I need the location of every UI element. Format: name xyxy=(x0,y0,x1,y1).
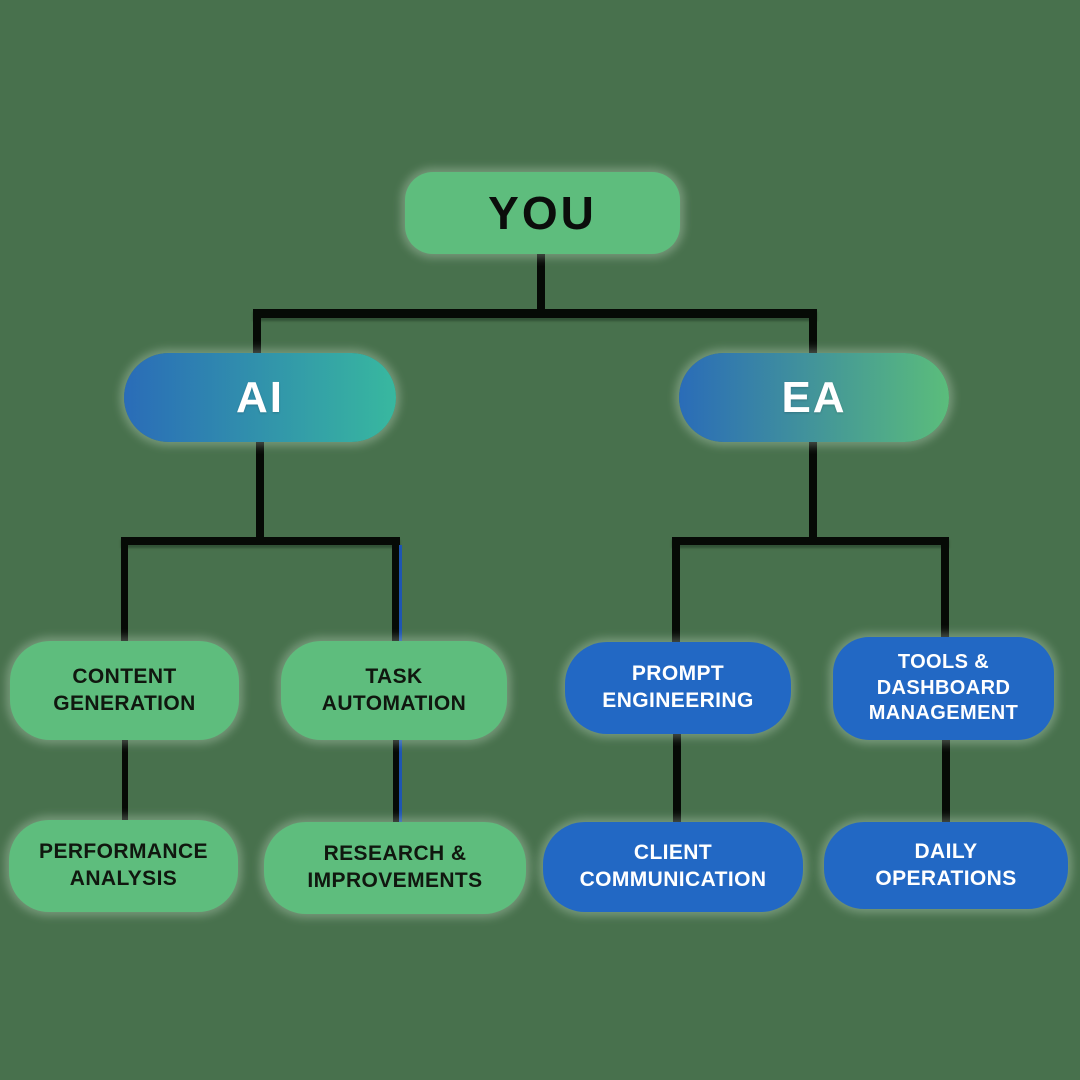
connector-prompt-engineering-stem xyxy=(672,537,680,644)
node-tools-dashboard-management: TOOLS & DASHBOARD MANAGEMENT xyxy=(833,637,1054,740)
connector-ai-horizontal xyxy=(121,537,400,545)
connector-ea-stem-top xyxy=(809,309,817,356)
node-client-communication-label: CLIENT COMMUNICATION xyxy=(579,841,767,891)
node-content-generation: CONTENT GENERATION xyxy=(10,641,239,740)
connector-research-improvements-stem xyxy=(393,738,399,825)
connector-performance-analysis-stem xyxy=(122,738,128,823)
node-research-improvements-label: RESEARCH & IMPROVEMENTS xyxy=(307,842,483,892)
node-you-label: YOU xyxy=(488,187,597,239)
connector-ea-horizontal xyxy=(672,537,949,545)
connector-ai-stem-top xyxy=(253,309,261,356)
connector-ea-stem-bottom xyxy=(809,440,817,545)
node-ea: EA xyxy=(679,353,949,442)
node-content-generation-label: CONTENT GENERATION xyxy=(53,664,196,715)
node-performance-analysis: PERFORMANCE ANALYSIS xyxy=(9,820,238,912)
node-performance-analysis-label: PERFORMANCE ANALYSIS xyxy=(39,840,208,890)
connector-content-generation-stem xyxy=(121,537,128,644)
node-you: YOU xyxy=(405,172,680,254)
connector-client-communication-stem xyxy=(673,732,681,825)
connector-you-stem xyxy=(537,251,545,317)
node-daily-operations: DAILY OPERATIONS xyxy=(824,822,1068,909)
node-tools-dashboard-management-label: TOOLS & DASHBOARD MANAGEMENT xyxy=(868,651,1019,725)
connector-top-horizontal xyxy=(253,309,817,318)
node-task-automation: TASK AUTOMATION xyxy=(281,641,507,740)
connector-daily-operations-stem xyxy=(942,736,950,825)
connector-ai-stem-bottom xyxy=(256,440,264,545)
connector-task-automation-stem xyxy=(392,537,399,644)
node-prompt-engineering-label: PROMPT ENGINEERING xyxy=(602,662,754,712)
node-client-communication: CLIENT COMMUNICATION xyxy=(543,822,803,912)
node-ai: AI xyxy=(124,353,396,442)
node-task-automation-label: TASK AUTOMATION xyxy=(321,664,467,715)
node-ea-label: EA xyxy=(781,372,847,422)
node-ai-label: AI xyxy=(236,372,284,422)
node-prompt-engineering: PROMPT ENGINEERING xyxy=(565,642,791,734)
connector-tools-dashboard-stem xyxy=(941,537,949,639)
node-daily-operations-label: DAILY OPERATIONS xyxy=(875,839,1017,890)
node-research-improvements: RESEARCH & IMPROVEMENTS xyxy=(264,822,526,914)
